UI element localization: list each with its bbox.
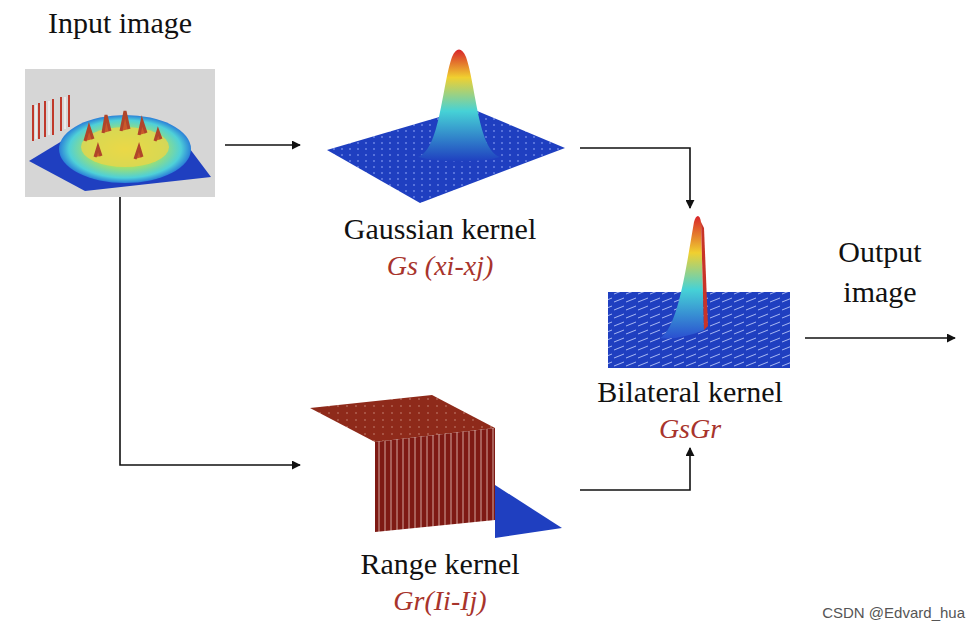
- output-arrow: [805, 337, 955, 339]
- kernel-formula: GsGr: [580, 410, 800, 448]
- kernel-node: Gaussian kernelGs (xi-xj): [300, 45, 580, 285]
- kernel-name: Range kernel: [300, 546, 580, 582]
- range-kernel-step: [300, 390, 580, 540]
- input-image-picture: [25, 69, 215, 197]
- watermark: CSDN @Edvard_hua: [760, 604, 965, 621]
- connector-arrow: [225, 144, 300, 146]
- kernel-node: Bilateral kernelGsGr: [580, 208, 800, 448]
- gaussian-kernel-surface: [300, 45, 580, 205]
- bilateral-kernel-surface: [590, 208, 790, 368]
- kernel-formula: Gr(Ii-Ij): [300, 582, 580, 620]
- kernel-name: Gaussian kernel: [300, 211, 580, 247]
- connector-arrow: [580, 448, 690, 490]
- connector-arrow: [120, 197, 300, 465]
- output-label: Output image: [805, 232, 955, 312]
- kernel-name: Bilateral kernel: [580, 374, 800, 410]
- kernel-formula: Gs (xi-xj): [300, 247, 580, 285]
- kernel-node: Range kernelGr(Ii-Ij): [300, 390, 580, 620]
- input-image-node: Input image: [15, 5, 225, 197]
- node-title: Input image: [15, 5, 225, 41]
- connector-arrow: [580, 148, 690, 208]
